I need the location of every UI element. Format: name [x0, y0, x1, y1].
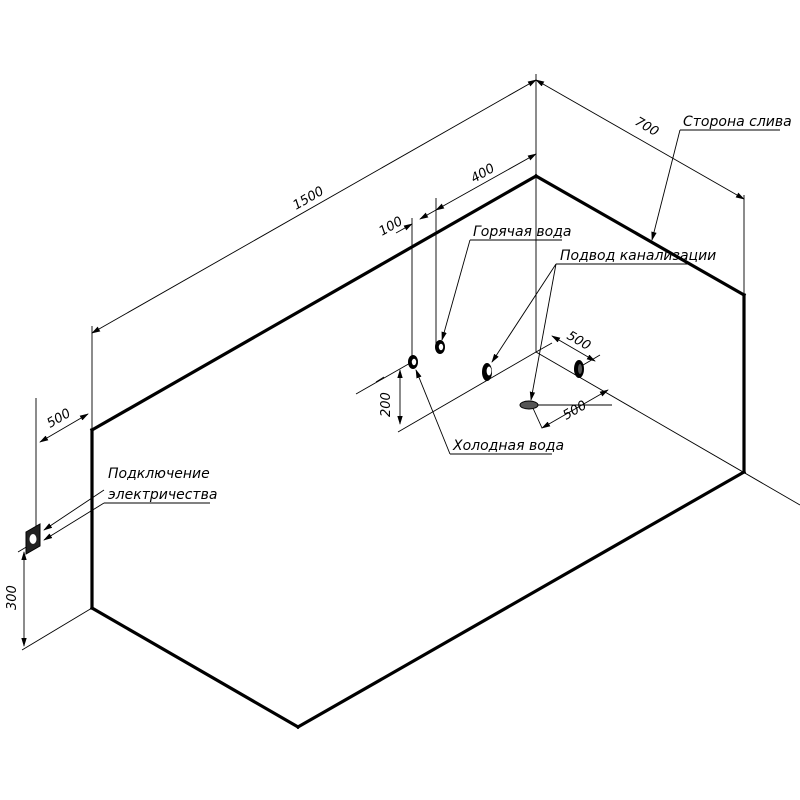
dimension-hot-water-offset-label: 400 — [469, 161, 498, 186]
dimension-width-label: 700 — [632, 114, 661, 139]
dimension-drain-offset-b-label: 500 — [561, 398, 590, 423]
dimension-width: 700 — [535, 79, 745, 200]
sewer-wall-outlet-icon — [482, 363, 492, 381]
electric-label-line1: Подключение — [108, 466, 210, 482]
dimension-water-height-label: 200 — [379, 392, 394, 417]
dimension-hot-water-offset: 400 — [435, 153, 537, 345]
hot-water-label: Горячая вода — [473, 224, 571, 240]
drain-side-label: Сторона слива — [683, 114, 792, 130]
leader-electric — [43, 489, 210, 541]
leader-drain-side — [651, 129, 780, 241]
dimension-length: 1500 — [91, 79, 537, 334]
dimension-electric-height: 300 — [5, 539, 39, 647]
dimension-drain-offset-a: 500 — [535, 328, 601, 369]
dimension-electric-offset: 500 — [35, 398, 89, 534]
dimension-length-label: 1500 — [291, 184, 327, 214]
drain-side-outlet-icon — [574, 360, 584, 378]
electric-label-line2: электричества — [108, 487, 217, 503]
leader-hot-water — [441, 239, 562, 341]
dimension-water-height: 200 — [355, 361, 413, 425]
cold-water-outlet-icon — [408, 355, 418, 369]
sewer-supply-label: Подвод канализации — [560, 248, 716, 264]
hot-water-outlet-icon — [435, 340, 445, 354]
floor-drain-icon — [519, 400, 539, 410]
leader-sewer — [491, 263, 692, 401]
dimension-cold-water-offset-label: 100 — [377, 214, 406, 239]
dimension-drain-offset-a-label: 500 — [564, 328, 593, 353]
electric-socket-icon — [25, 523, 41, 555]
dimension-cold-water-offset: 100 — [377, 209, 437, 362]
dimension-drain-offset-b: 500 — [530, 389, 612, 429]
dimension-electric-offset-label: 500 — [45, 406, 74, 431]
cold-water-label: Холодная вода — [452, 438, 564, 454]
leader-cold-water — [415, 369, 552, 455]
dimension-electric-height-label: 300 — [5, 585, 20, 610]
